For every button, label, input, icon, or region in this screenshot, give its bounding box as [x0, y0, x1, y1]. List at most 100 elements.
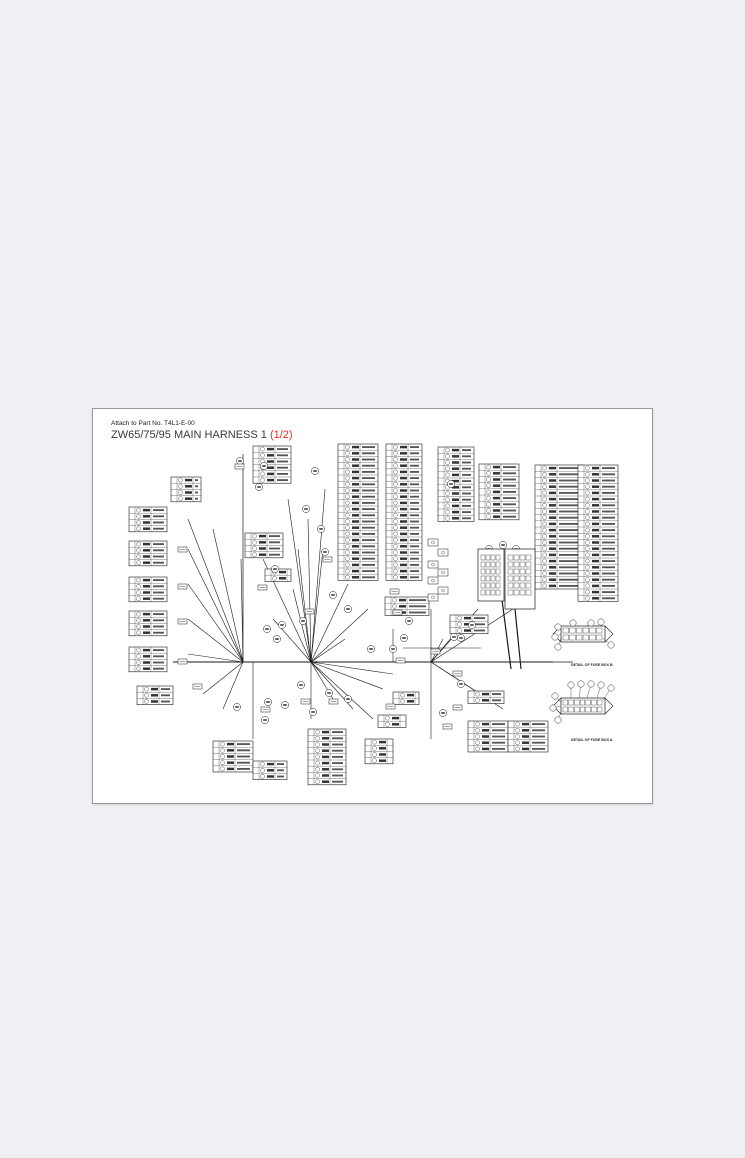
fuse-box-a-caption: DETAIL OF FUSE BOX A: [571, 738, 613, 742]
wire-color-marker: [542, 540, 547, 545]
wire-color-marker: [445, 503, 450, 509]
wire-color-marker: [136, 618, 141, 623]
wire-destination-text: [602, 479, 615, 482]
wire-color-marker: [486, 508, 491, 513]
wire-color-marker: [144, 686, 149, 692]
wire-spec-text: [493, 503, 500, 506]
wire-destination-text: [559, 578, 580, 581]
wire-color-marker: [585, 571, 590, 576]
wire-color-marker: [585, 596, 590, 601]
fuse-slot: [507, 561, 514, 568]
wire-destination-text: [195, 491, 198, 494]
wire-spec-text: [352, 489, 359, 492]
wire-color-marker: [260, 774, 265, 779]
wire-color-marker: [260, 768, 265, 773]
connector-callout-number: [452, 636, 456, 638]
wire-destination-text: [269, 541, 280, 544]
wire-spec-text: [592, 497, 599, 501]
wire-color-marker: [345, 463, 350, 468]
wire-spec-text: [549, 510, 556, 513]
wire-destination-text: [503, 466, 516, 469]
wire-spec-text: [352, 464, 359, 467]
relay-contact: [441, 570, 445, 575]
fuse-callout: [551, 692, 559, 700]
wire-destination-text: [362, 514, 375, 517]
wire-destination-text: [503, 509, 516, 512]
wire-color-marker: [220, 754, 225, 759]
wire-color-marker: [393, 575, 398, 580]
wire-color-marker: [178, 484, 183, 489]
wire-destination-text: [362, 563, 375, 566]
wire-spec-text: [549, 485, 556, 488]
fuse-slot: [562, 634, 569, 641]
wire-spec-text: [379, 753, 386, 756]
wire-color-marker: [393, 525, 398, 530]
fuse-slot: [513, 589, 520, 596]
wire-color-marker: [393, 482, 398, 487]
wire-color-marker: [393, 550, 398, 555]
wire-spec-text: [549, 528, 556, 532]
connector-pin-table: [128, 576, 168, 603]
wire-spec-text: [452, 486, 459, 489]
wire-destination-text: [462, 461, 471, 464]
connector-pin-table: [212, 740, 254, 773]
wire-spec-text: [400, 464, 407, 467]
connector-callout-number: [449, 483, 453, 485]
wire-color-marker: [136, 630, 141, 635]
wire-color-marker: [585, 509, 590, 514]
wire-color-marker: [542, 527, 547, 533]
wire-color-marker: [585, 546, 590, 551]
fuse-block-end: [604, 697, 614, 715]
wire-destination-text: [161, 688, 170, 691]
wire-spec-text: [549, 522, 556, 526]
wire-color-marker: [515, 740, 520, 745]
fuse-slot: [485, 589, 491, 596]
wire-spec-text: [267, 775, 274, 778]
wire-spec-text: [549, 504, 556, 507]
wire-color-marker: [486, 502, 491, 507]
wire-destination-text: [602, 591, 615, 594]
wire-color-marker: [136, 577, 141, 583]
wire-spec-text: [267, 478, 274, 482]
wire-spec-text: [352, 551, 359, 554]
wire-color-marker: [345, 556, 350, 561]
wire-color-marker: [393, 513, 398, 518]
wire-color-marker: [475, 740, 480, 745]
wire-spec-text: [549, 516, 556, 519]
wire-destination-text: [362, 501, 375, 504]
wire-destination-text: [410, 520, 419, 523]
wire-destination-text: [410, 526, 419, 529]
wire-destination-text: [503, 497, 516, 500]
drawing-title: ZW65/75/95 MAIN HARNESS 1 (1/2): [111, 429, 293, 441]
fuse-slot: [591, 699, 597, 706]
wire-spec-text: [143, 661, 150, 664]
wire-destination-text: [602, 510, 615, 513]
wire-spec-text: [400, 507, 407, 511]
wire-destination-text: [362, 520, 375, 523]
connector-callout-number: [501, 544, 505, 546]
wire-spec-text: [400, 557, 407, 560]
connector-callout-number: [327, 692, 331, 694]
wire-destination-text: [602, 597, 615, 600]
wire-color-marker: [515, 734, 520, 739]
connector-pin-table: [534, 464, 584, 590]
fuse-slot: [591, 706, 597, 713]
wire-color-marker: [542, 565, 547, 570]
wire-spec-text: [452, 517, 459, 520]
wire-color-marker: [445, 472, 450, 478]
wire-destination-text: [409, 611, 426, 614]
wire-destination-text: [362, 508, 375, 511]
wire-spec-text: [592, 584, 599, 588]
wire-color-marker: [315, 767, 320, 772]
wire-destination-text: [153, 555, 164, 558]
wire-color-marker: [136, 541, 141, 547]
wire-color-marker: [315, 736, 320, 741]
fuse-slot: [490, 561, 496, 568]
wire-destination-text: [532, 741, 545, 744]
wire-spec-text: [592, 541, 599, 544]
wire-spec-text: [227, 749, 234, 752]
fuse-callout: [554, 643, 562, 651]
wire-destination-text: [602, 522, 615, 525]
wire-destination-text: [410, 470, 419, 473]
wire-spec-text: [549, 584, 556, 588]
